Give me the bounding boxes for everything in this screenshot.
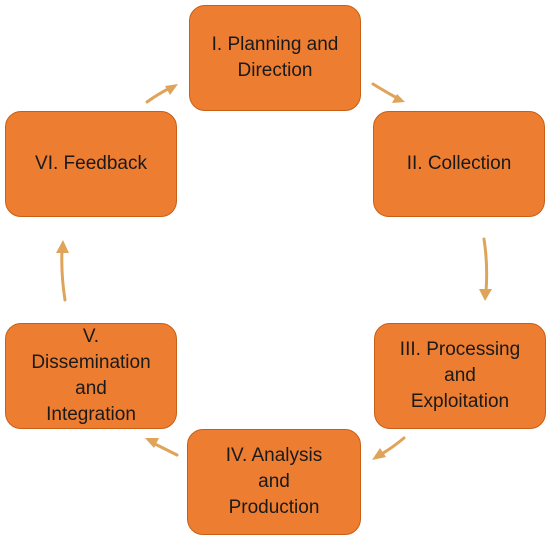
stage-label-line: and bbox=[75, 378, 107, 399]
arrow-planning-to-collection bbox=[371, 82, 405, 103]
arrow-processing-to-analysis bbox=[372, 436, 406, 460]
stage-label-line: Dissemination bbox=[31, 352, 151, 373]
stage-label-line: Direction bbox=[237, 60, 313, 81]
stage-analysis-and-production: IV. Analysis and Production bbox=[187, 429, 361, 535]
stage-label-line: I. Planning and bbox=[211, 34, 339, 55]
stage-label-line: and bbox=[444, 365, 476, 386]
stage-label-line: IV. Analysis bbox=[225, 445, 323, 466]
stage-label-line: II. Collection bbox=[406, 153, 512, 174]
arrow-analysis-to-dissemination bbox=[145, 438, 179, 457]
arrow-dissemination-to-feedback bbox=[56, 240, 69, 302]
stage-label-line: and bbox=[258, 471, 290, 492]
arrow-feedback-to-planning bbox=[145, 84, 178, 104]
stage-feedback: VI. Feedback bbox=[5, 111, 177, 217]
stage-planning-and-direction: I. Planning and Direction bbox=[189, 5, 361, 111]
stage-label-line: V. bbox=[82, 326, 100, 347]
stage-collection: II. Collection bbox=[373, 111, 545, 217]
arrow-collection-to-processing bbox=[479, 237, 492, 301]
stage-label-line: Integration bbox=[46, 404, 136, 425]
stage-label-line: III. Processing bbox=[399, 339, 521, 360]
stage-label-line: Exploitation bbox=[410, 391, 510, 412]
stage-processing-and-exploitation: III. Processing and Exploitation bbox=[374, 323, 546, 429]
stage-label-line: VI. Feedback bbox=[35, 153, 147, 174]
stage-dissemination-and-integration: V. Dissemination and Integration bbox=[5, 323, 177, 429]
stage-label-line: Production bbox=[228, 497, 320, 518]
